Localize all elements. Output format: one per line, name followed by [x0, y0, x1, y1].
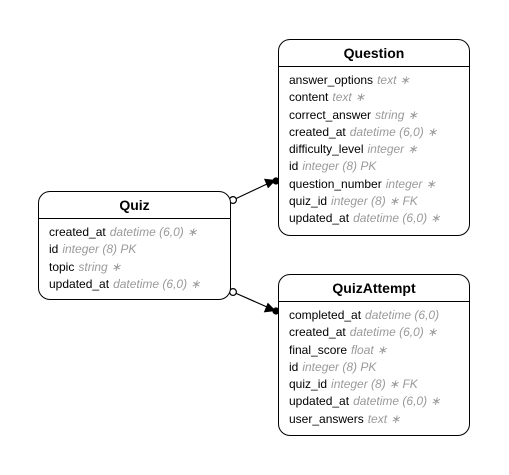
field-name: created_at	[289, 124, 346, 139]
field-name: difficulty_level	[289, 142, 364, 157]
field-type: datetime (6,0) ∗	[349, 124, 438, 139]
field-type: text ∗	[377, 73, 410, 87]
field-name: content	[289, 90, 329, 105]
field-name: quiz_id	[289, 194, 328, 209]
field-type: string ∗	[78, 259, 122, 274]
field-name: answer_options	[289, 73, 374, 87]
field-name: updated_at	[49, 276, 110, 291]
field-name: created_at	[289, 325, 346, 340]
field-name: user_answers	[289, 411, 364, 426]
field-name: created_at	[49, 225, 106, 239]
field-name: correct_answer	[289, 107, 372, 122]
field-type: integer (8) ∗ FK	[331, 194, 418, 209]
field-type: datetime (6,0) ∗	[109, 225, 198, 239]
entity-title: Question	[279, 40, 469, 67]
field-type: datetime (6,0) ∗	[349, 325, 438, 340]
field-type: datetime (6,0)	[365, 308, 440, 322]
field-name: id	[49, 242, 59, 257]
field-type: integer (8) PK	[62, 242, 137, 257]
field-name: completed_at	[289, 308, 362, 322]
field-name: topic	[49, 259, 75, 274]
field-type: integer (8) PK	[302, 359, 377, 374]
field-type: datetime (6,0) ∗	[353, 211, 441, 226]
field-name: quiz_id	[289, 377, 328, 392]
field-name: question_number	[289, 176, 382, 191]
field-type: datetime (6,0) ∗	[113, 276, 201, 291]
field-name: id	[289, 359, 299, 374]
field-type: integer ∗	[367, 142, 418, 157]
field-name: final_score	[289, 342, 348, 357]
field-type: integer (8) PK	[302, 159, 377, 174]
field-type: integer ∗	[385, 176, 436, 191]
entity-title: QuizAttempt	[279, 275, 469, 302]
field-type: integer (8) ∗ FK	[331, 377, 418, 392]
field-name: updated_at	[289, 211, 350, 226]
field-type: string ∗	[375, 107, 418, 122]
relationship-quiz-question	[229, 177, 280, 205]
field-type: text ∗	[367, 411, 401, 426]
field-name: id	[289, 159, 299, 174]
field-type: float ∗	[351, 342, 388, 357]
many-cardinality-dot	[272, 307, 280, 315]
field-type: datetime (6,0) ∗	[353, 394, 441, 409]
many-cardinality-dot	[272, 177, 280, 185]
field-type: text ∗	[332, 90, 366, 105]
field-name: updated_at	[289, 394, 350, 409]
entity-title: Quiz	[39, 192, 230, 219]
relationship-quiz-quizattempt	[229, 288, 280, 315]
